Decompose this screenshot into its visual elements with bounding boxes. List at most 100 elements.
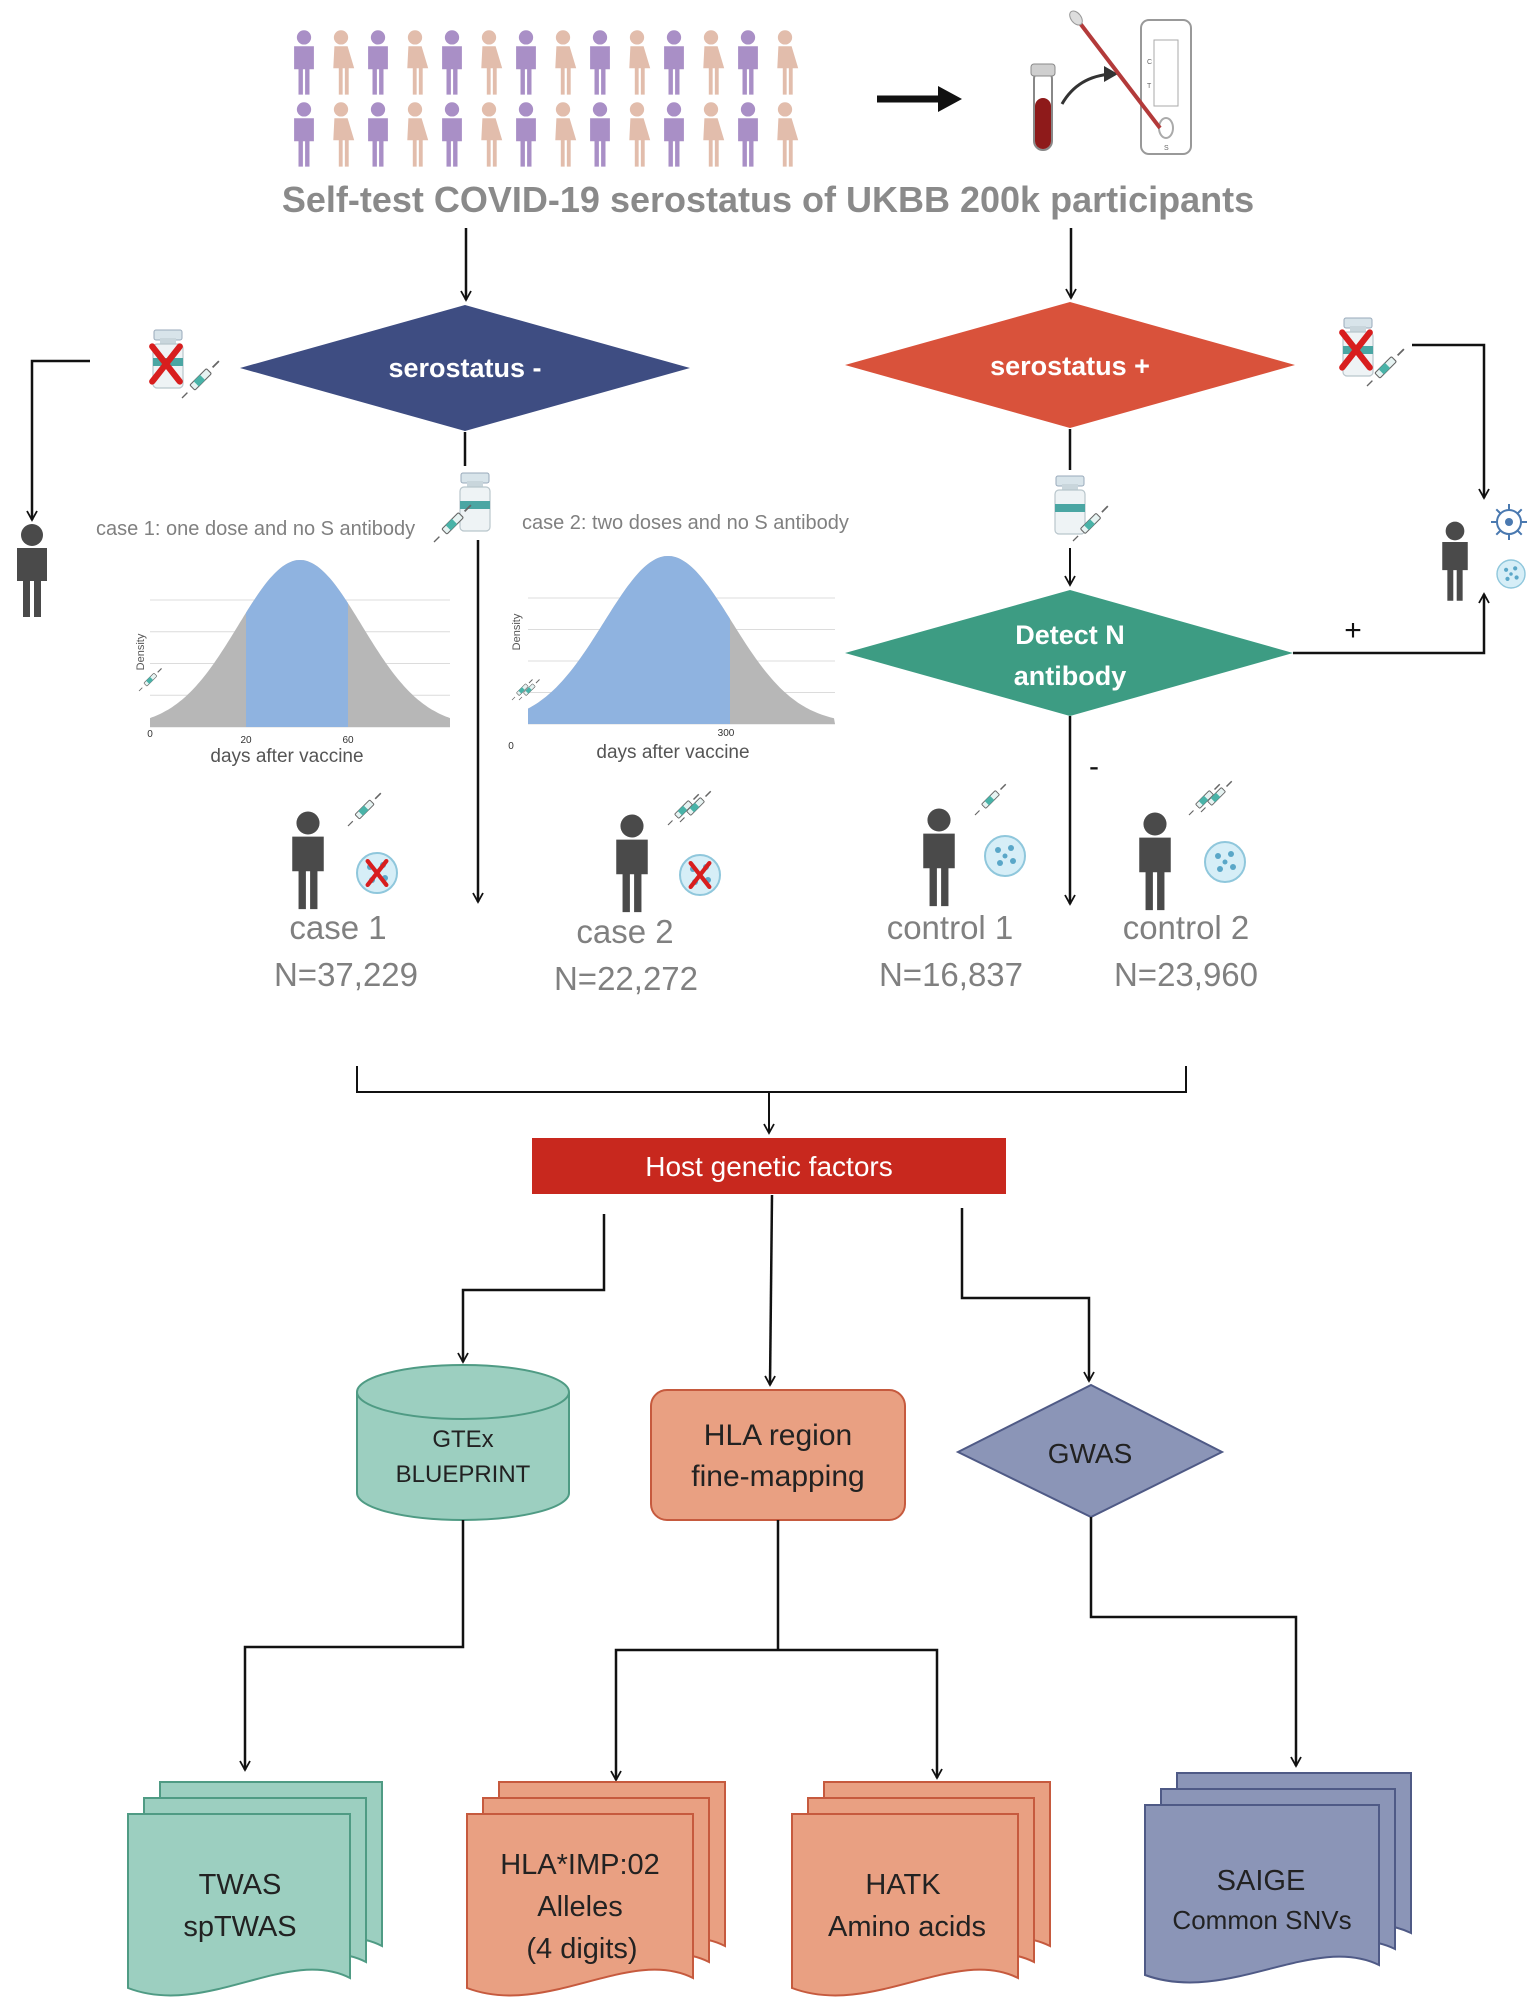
female-figure-icon xyxy=(777,30,799,95)
person-icon xyxy=(1442,521,1468,601)
case2-label: case 2 xyxy=(576,913,673,950)
pipette-icon xyxy=(1069,10,1162,130)
to-twas-arrow xyxy=(239,1520,465,1772)
hatk-label-line2: Amino acids xyxy=(828,1911,986,1943)
population-grid xyxy=(294,30,799,167)
female-figure-icon xyxy=(481,102,503,167)
n-positive-arrow xyxy=(1293,592,1490,655)
host-genetic-factors-label: Host genetic factors xyxy=(645,1151,892,1182)
serostatus-positive-label: serostatus + xyxy=(990,351,1150,381)
serostatus-negative-label: serostatus - xyxy=(388,353,541,383)
male-figure-icon xyxy=(442,30,462,95)
male-figure-icon xyxy=(738,102,758,167)
female-figure-icon xyxy=(481,30,503,95)
merge-bracket xyxy=(356,1066,1187,1093)
document-sheet xyxy=(466,1813,694,1997)
case1-label: case 1 xyxy=(289,909,386,946)
female-figure-icon xyxy=(407,30,429,95)
male-figure-icon xyxy=(590,30,610,95)
female-figure-icon xyxy=(629,30,651,95)
case1-caption: case 1: one dose and no S antibody xyxy=(96,518,415,540)
person-icon xyxy=(1139,812,1171,911)
syringe-icon xyxy=(667,790,712,826)
antibody-circle-icon xyxy=(984,835,1026,877)
detect-n-antibody-diamond xyxy=(845,590,1293,716)
female-figure-icon xyxy=(777,102,799,167)
male-figure-icon xyxy=(664,30,684,95)
detect-n-label-line1: Detect N xyxy=(1015,620,1125,650)
female-figure-icon xyxy=(333,102,355,167)
to-saige-arrow xyxy=(1089,1517,1302,1768)
detect-n-label-line2: antibody xyxy=(1014,661,1127,691)
female-figure-icon xyxy=(555,102,577,167)
test-kit-c-letter: C xyxy=(1147,59,1152,66)
vaccine-vial-icon xyxy=(1054,475,1086,535)
serostatus-negative-diamond xyxy=(240,305,690,431)
control2-label: control 2 xyxy=(1123,909,1250,946)
male-figure-icon xyxy=(294,102,314,167)
male-figure-icon xyxy=(664,102,684,167)
antibody-circle-icon xyxy=(1496,559,1526,589)
antibody-circle-icon xyxy=(356,852,398,894)
transfer-arrowhead xyxy=(1104,66,1118,82)
host-genetic-factors-bar xyxy=(532,1138,1006,1194)
person-icon xyxy=(292,811,324,910)
male-figure-icon xyxy=(590,102,610,167)
hlaimp-label-line2: Alleles xyxy=(537,1891,622,1923)
case1-count: N=37,229 xyxy=(274,956,418,993)
saige-label-line2: Common SNVs xyxy=(1172,1905,1351,1935)
female-figure-icon xyxy=(555,30,577,95)
hla-imp-output-stack xyxy=(466,1781,726,1997)
figure-title: Self-test COVID-19 serostatus of UKBB 20… xyxy=(282,179,1254,220)
hla-split-arrows xyxy=(610,1648,943,1782)
n-negative-sign: - xyxy=(1089,750,1099,783)
male-figure-icon xyxy=(294,30,314,95)
control1-count: N=16,837 xyxy=(879,956,1023,993)
female-figure-icon xyxy=(333,30,355,95)
test-kit-t-letter: T xyxy=(1147,83,1152,90)
case1-x-tick-1: 20 xyxy=(240,735,252,746)
unvaccinated-positive-arrow xyxy=(1412,343,1490,500)
hlaimp-label-line3: (4 digits) xyxy=(526,1933,637,1965)
female-figure-icon xyxy=(407,102,429,167)
case2-y-axis-label: Density xyxy=(511,613,523,650)
case2-highlight-area xyxy=(528,556,730,724)
hlaimp-label-line1: HLA*IMP:02 xyxy=(500,1849,660,1881)
gtex-label-line1: GTEx xyxy=(432,1426,493,1453)
control1-label: control 1 xyxy=(887,909,1014,946)
twas-output-stack xyxy=(127,1781,383,1997)
person-icon xyxy=(616,814,648,913)
case1-x-axis-label: days after vaccine xyxy=(210,746,363,767)
female-figure-icon xyxy=(703,102,725,167)
syringe-icon xyxy=(181,360,220,399)
test-kit-s-letter: S xyxy=(1164,145,1169,152)
document-sheet xyxy=(791,1813,1019,1997)
to-gtex-arrow xyxy=(457,1214,606,1364)
serostatus-positive-diamond xyxy=(845,302,1295,428)
gwas-label: GWAS xyxy=(1048,1438,1133,1469)
person-icon xyxy=(923,808,955,907)
hatk-label-line1: HATK xyxy=(865,1869,941,1901)
hla-label-line2: fine-mapping xyxy=(691,1460,864,1493)
case1-x-tick-0: 0 xyxy=(147,729,153,740)
virus-icon xyxy=(1490,503,1528,541)
syringe-icon xyxy=(511,679,540,701)
twas-label-line1: TWAS xyxy=(199,1869,282,1901)
case2-count: N=22,272 xyxy=(554,960,698,997)
case1-y-axis-label: Density xyxy=(135,633,147,670)
to-gwas-arrow xyxy=(960,1208,1095,1383)
male-figure-icon xyxy=(442,102,462,167)
hatk-output-stack xyxy=(791,1781,1051,1997)
saige-output-stack xyxy=(1144,1772,1412,1984)
antibody-circle-icon xyxy=(679,854,721,896)
n-positive-sign: + xyxy=(1344,614,1362,647)
test-kit-icon: C T S xyxy=(1140,19,1192,155)
male-figure-icon xyxy=(368,30,388,95)
male-figure-icon xyxy=(368,102,388,167)
female-figure-icon xyxy=(629,102,651,167)
to-hla-arrow xyxy=(764,1194,776,1387)
male-figure-icon xyxy=(516,102,536,167)
hla-label-line1: HLA region xyxy=(704,1419,852,1452)
